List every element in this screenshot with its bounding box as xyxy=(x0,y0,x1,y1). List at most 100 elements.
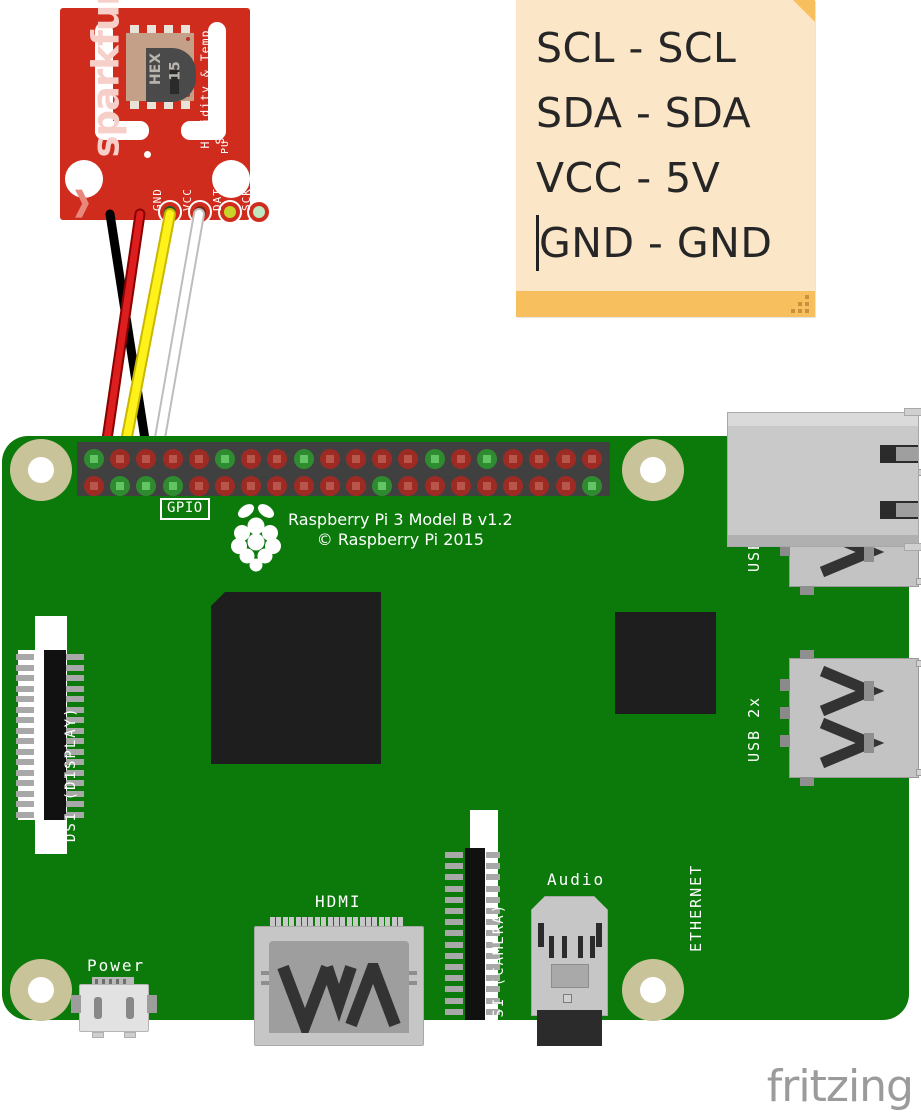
flex-pin xyxy=(445,997,463,1004)
hdmi-port[interactable] xyxy=(254,926,424,1046)
gpio-pin-r1-c2[interactable] xyxy=(110,449,131,469)
sensor-via xyxy=(144,151,151,158)
gpio-header[interactable] xyxy=(77,442,610,496)
flex-pin xyxy=(66,790,84,797)
gpio-pin-r1-c16[interactable] xyxy=(477,449,497,469)
flex-pin xyxy=(486,874,500,881)
flex-pin xyxy=(486,941,500,948)
flex-pin xyxy=(445,964,463,970)
hdmi-label: HDMI xyxy=(315,892,362,911)
gpio-pin-r1-c6[interactable] xyxy=(215,449,235,469)
flex-pin xyxy=(445,986,463,993)
sensor-pu-label: PU xyxy=(220,139,231,154)
flex-pin xyxy=(66,738,84,744)
gpio-pin-r2-c20[interactable] xyxy=(581,476,602,496)
flex-pin xyxy=(486,852,500,858)
gpio-pin-r2-c10[interactable] xyxy=(319,476,340,496)
gpio-pin-r1-c1[interactable] xyxy=(84,449,104,469)
gpio-pin-r2-c18[interactable] xyxy=(529,476,550,496)
flex-pin xyxy=(486,1008,500,1015)
gpio-pin-r1-c7[interactable] xyxy=(241,449,262,469)
gpio-pin-r1-c12[interactable] xyxy=(372,449,393,469)
flex-pin xyxy=(486,908,500,914)
gpio-pin-r2-c4[interactable] xyxy=(162,476,183,496)
gpio-pin-r1-c19[interactable] xyxy=(555,449,576,469)
flex-pin xyxy=(486,885,500,892)
sensor-slot-right xyxy=(208,22,226,140)
gpio-pin-r1-c14[interactable] xyxy=(424,449,445,469)
gpio-pin-r2-c8[interactable] xyxy=(267,476,288,496)
sensor-mount-hole-right xyxy=(212,160,250,198)
flex-pin xyxy=(486,930,500,937)
note-resize-grip-icon[interactable] xyxy=(791,295,809,313)
flex-pin xyxy=(445,952,463,959)
dsi-label: DSI (DISPLAY) xyxy=(63,706,79,842)
flex-pin xyxy=(16,717,34,723)
sensor-pad-sck[interactable] xyxy=(247,200,271,224)
flex-pin xyxy=(16,811,34,818)
flex-pin xyxy=(66,769,84,776)
gpio-pin-r2-c15[interactable] xyxy=(450,476,471,496)
gpio-pin-r2-c19[interactable] xyxy=(555,476,576,496)
flex-pin xyxy=(486,975,500,982)
sparkfun-sht15-sensor-board[interactable]: sparkfun ❰ Humidity & Temp Sensor - SHT1… xyxy=(60,0,271,224)
gpio-pin-r2-c14[interactable] xyxy=(424,476,445,496)
hdmi-pins xyxy=(254,917,424,929)
dsi-connector-black xyxy=(44,650,66,820)
flex-pin xyxy=(16,780,34,786)
note-text[interactable]: SCL - SCL SDA - SDA VCC - 5V GND - GND xyxy=(536,16,807,276)
flex-pin xyxy=(486,952,500,959)
gpio-pin-r1-c17[interactable] xyxy=(503,449,524,469)
flex-pin xyxy=(445,1008,463,1015)
gpio-pin-r2-c5[interactable] xyxy=(188,476,209,496)
ethernet-port[interactable] xyxy=(727,408,921,551)
gpio-pin-r2-c17[interactable] xyxy=(503,476,524,496)
chip-marking-line2: 15 xyxy=(167,61,184,81)
wire-vcc[interactable] xyxy=(100,210,144,464)
audio-jack-barrel xyxy=(537,1010,602,1046)
flex-pin xyxy=(66,696,84,702)
gpio-pin-r1-c3[interactable] xyxy=(136,449,157,469)
flex-pin xyxy=(66,717,84,723)
power-port-pins xyxy=(92,977,134,986)
gpio-pin-r1-c8[interactable] xyxy=(267,449,288,469)
flex-pin xyxy=(66,759,84,765)
gpio-pin-r2-c11[interactable] xyxy=(346,476,366,496)
gpio-pin-r1-c9[interactable] xyxy=(293,449,314,469)
gpio-pin-r2-c9[interactable] xyxy=(293,476,314,496)
gpio-pin-r2-c16[interactable] xyxy=(477,476,497,496)
usb-port-bottom[interactable] xyxy=(780,650,921,786)
flex-pin xyxy=(486,863,500,870)
gpio-pin-r1-c10[interactable] xyxy=(319,449,340,469)
gpio-pin-r2-c3[interactable] xyxy=(136,476,157,496)
flex-pin xyxy=(445,852,463,858)
csi-connector-black xyxy=(465,848,485,1020)
gpio-pin-r1-c13[interactable] xyxy=(398,449,419,469)
gpio-pin-r1-c20[interactable] xyxy=(581,449,602,469)
usb-bottom-label: USB 2x xyxy=(745,695,763,762)
gpio-pin-r2-c13[interactable] xyxy=(398,476,419,496)
flex-pin xyxy=(486,896,500,903)
gpio-pin-r1-c15[interactable] xyxy=(450,449,471,469)
sensor-pin-label-gnd: GND xyxy=(151,188,164,211)
gpio-pin-r2-c12[interactable] xyxy=(372,476,393,496)
sticky-note[interactable]: SCL - SCL SDA - SDA VCC - 5V GND - GND xyxy=(516,0,815,317)
gpio-pin-r1-c5[interactable] xyxy=(188,449,209,469)
audio-label: Audio xyxy=(547,870,606,889)
power-micro-usb-port[interactable] xyxy=(71,984,157,1038)
flex-pin xyxy=(66,727,84,734)
gpio-pin-r1-c11[interactable] xyxy=(346,449,366,469)
gpio-pin-r2-c6[interactable] xyxy=(215,476,235,496)
flex-pin xyxy=(66,664,84,671)
gpio-pin-r2-c2[interactable] xyxy=(110,476,131,496)
sensor-pad-data[interactable] xyxy=(218,200,242,224)
csi-label: CSI (CAMERA) xyxy=(491,902,507,1028)
gpio-pin-r1-c4[interactable] xyxy=(162,449,183,469)
gpio-pin-r2-c1[interactable] xyxy=(84,476,104,496)
gpio-pin-r2-c7[interactable] xyxy=(241,476,262,496)
gpio-pin-r1-c18[interactable] xyxy=(529,449,550,469)
sensor-pin-label-sck: SCK xyxy=(240,188,253,211)
flex-pin xyxy=(445,885,463,892)
flex-pin xyxy=(66,654,84,660)
